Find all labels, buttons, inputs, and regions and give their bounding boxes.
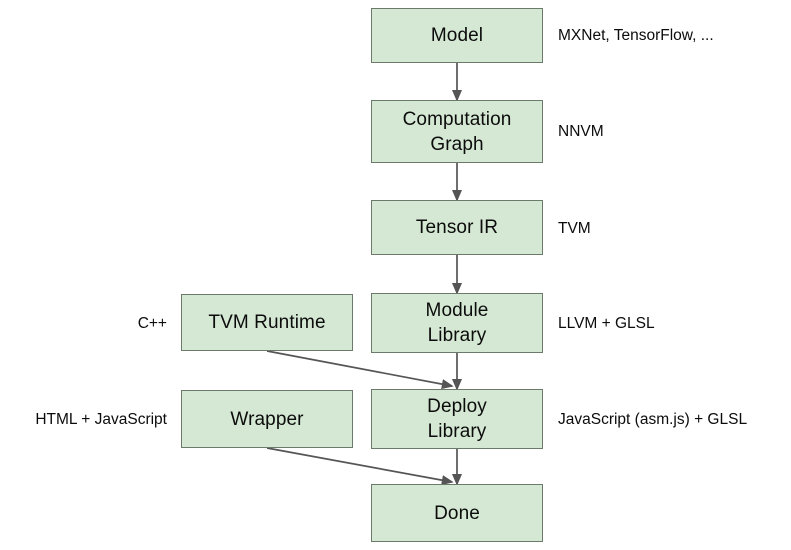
label-model-annotation: MXNet, TensorFlow, ... [558, 27, 714, 44]
label-module-library-annotation: LLVM + GLSL [558, 315, 655, 332]
node-computation-graph[interactable]: Computation Graph [371, 100, 543, 163]
node-module-library[interactable]: Module Library [371, 293, 543, 353]
edge-tvm-runtime-to-deploy [266, 350, 454, 390]
edge-wrapper-to-done [266, 447, 454, 486]
node-model[interactable]: Model [371, 8, 543, 63]
node-done[interactable]: Done [371, 484, 543, 542]
node-wrapper[interactable]: Wrapper [181, 390, 353, 448]
label-tvm-runtime-annotation: C++ [137, 315, 167, 332]
label-wrapper-annotation: HTML + JavaScript [35, 411, 167, 428]
node-tensor-ir[interactable]: Tensor IR [371, 200, 543, 255]
node-deploy-library[interactable]: Deploy Library [371, 389, 543, 449]
label-deploy-library-annotation: JavaScript (asm.js) + GLSL [558, 411, 748, 428]
label-tensor-ir-annotation: TVM [558, 220, 591, 237]
node-tvm-runtime[interactable]: TVM Runtime [181, 294, 353, 351]
label-computation-graph-annotation: NNVM [558, 123, 604, 140]
